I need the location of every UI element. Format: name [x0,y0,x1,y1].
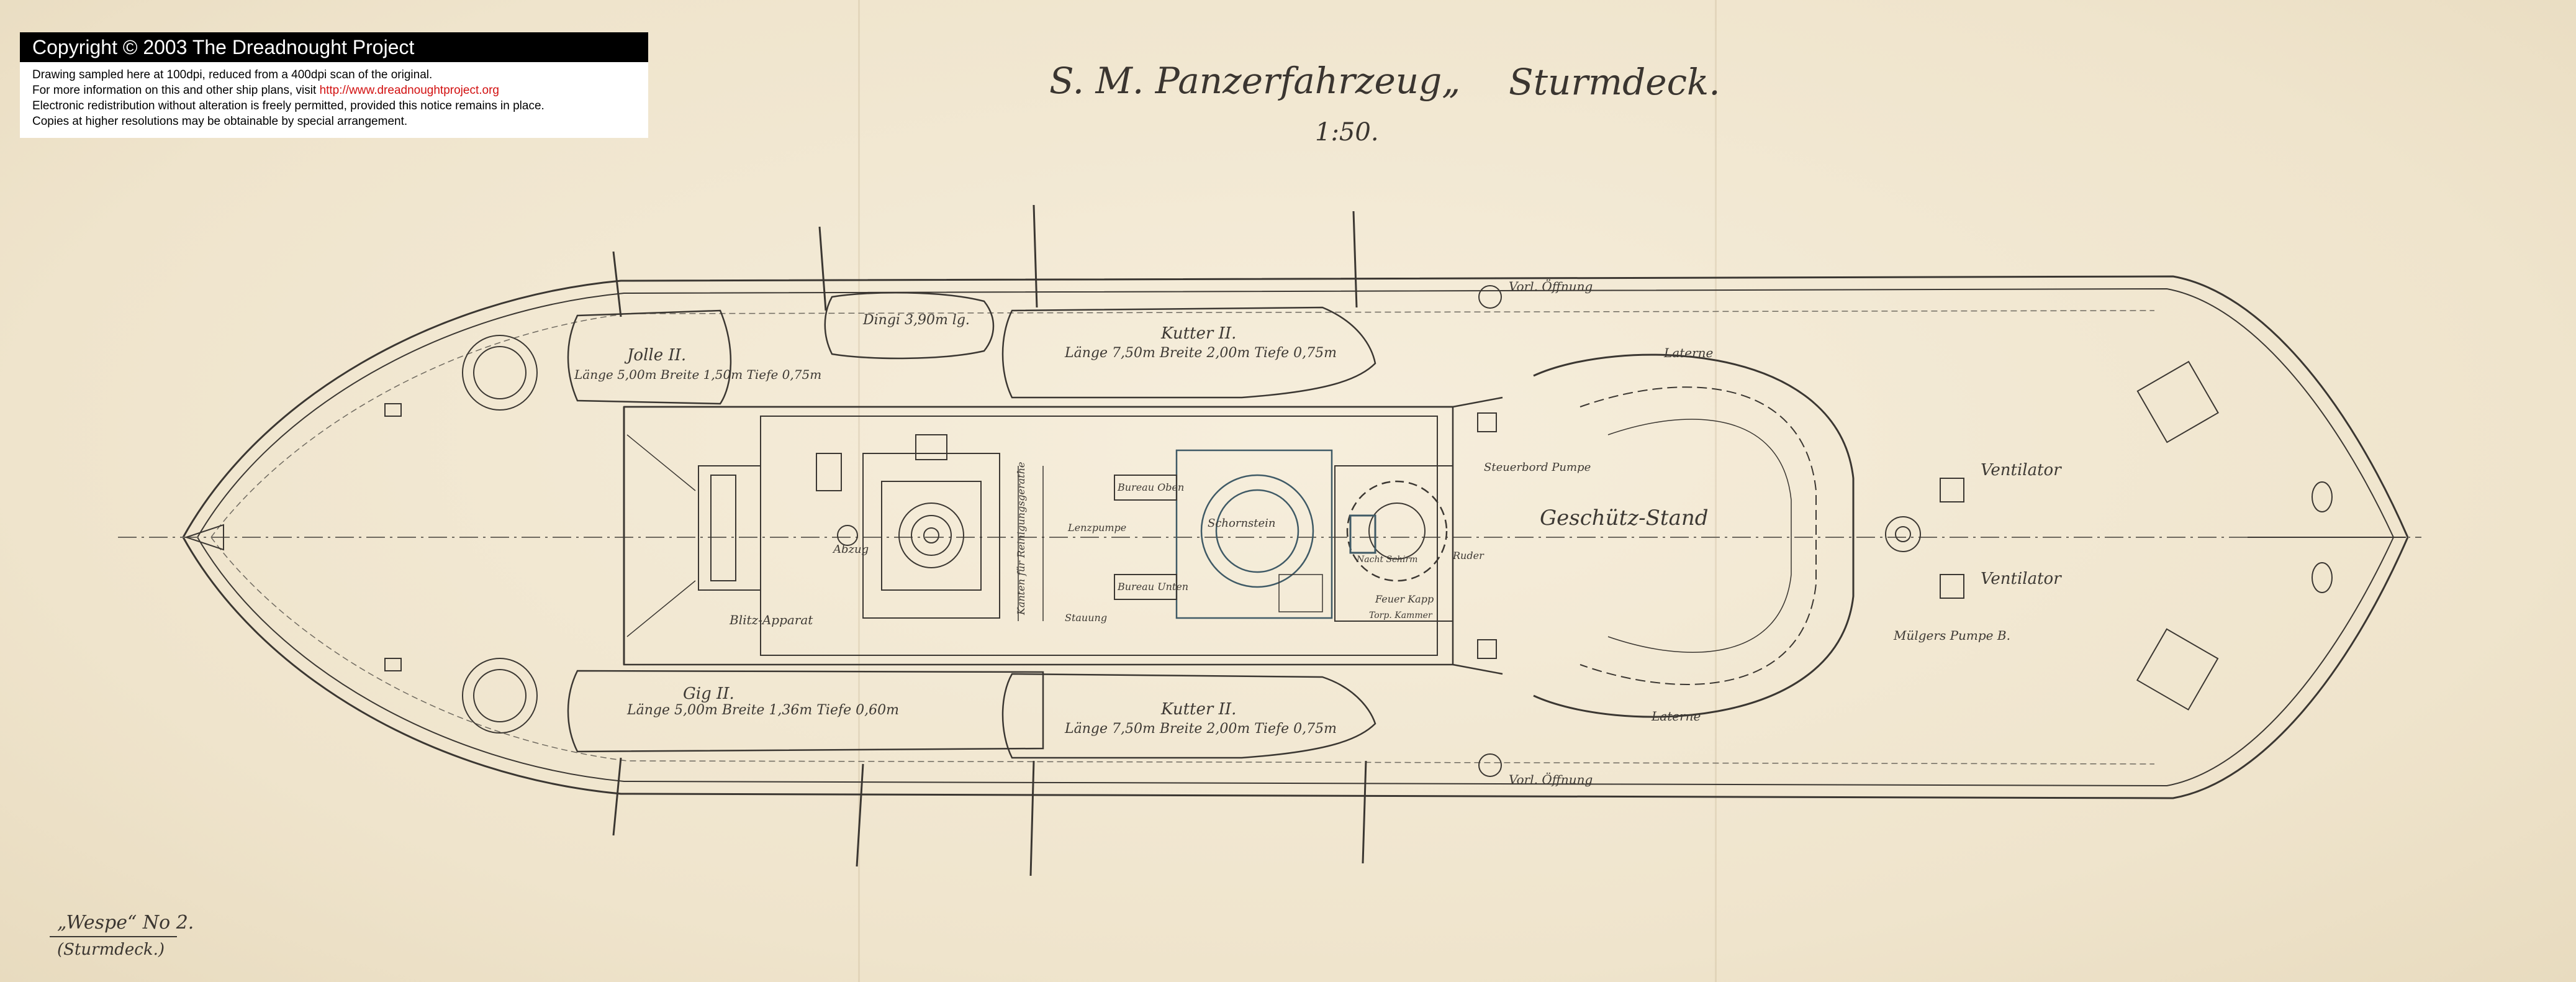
kanten-label: Kanten für Reinigungsgerathe [1015,461,1027,616]
project-link[interactable]: http://www.dreadnoughtproject.org [319,84,499,97]
bureau-unten-label: Bureau Unten [1117,581,1188,593]
copyright-notice: Copyright © 2003 The Dreadnought Project… [20,32,648,138]
blitz-apparat-label: Blitz-Apparat [729,612,813,627]
laterne-top-label: Laterne [1663,345,1713,360]
feuer-kapp-label: Feuer Kapp [1375,593,1434,605]
muelgers-pumpe-label: Mülgers Pumpe B. [1893,628,2010,643]
catalogue-mark-1: „Wespe“ No 2. [57,912,194,934]
gun-platform-label: Geschütz-Stand [1540,506,1709,530]
engine-room-casing [1114,449,1333,619]
gig-label: Gig II. [683,684,734,703]
steuerbord-pumpe-label: Steuerbord Pumpe [1484,461,1591,474]
vorl-oeffnung-top-label: Vorl. Öffnung [1509,278,1593,294]
boats [567,291,1376,759]
catalogue-underline [50,936,177,937]
midships-structure [623,396,1503,675]
bow-fittings [1885,360,2406,711]
nachtschirm-label: Nacht Schirm [1356,555,1417,565]
bureau-oben-label: Bureau Oben [1117,481,1184,493]
notice-line-1: Drawing sampled here at 100dpi, reduced … [32,68,433,81]
drawing-scale: 1:50. [1315,118,1379,147]
vorl-oeffnung-bottom-label: Vorl. Öffnung [1509,771,1593,787]
ventilator-2-label: Ventilator [1981,570,2062,588]
notice-line-2-prefix: For more information on this and other s… [32,84,320,97]
hatches [1477,285,1502,777]
abzug-label: Abzug [832,543,869,556]
catalogue-mark-2: (Sturmdeck.) [57,940,165,959]
ruder-label: Ruder [1452,550,1485,561]
kutter-upper-label: Kutter II. [1160,324,1236,343]
schornstein-label: Schornstein [1208,517,1276,530]
laterne-bottom-label: Laterne [1651,709,1701,724]
drawing-subtitle: Sturmdeck. [1509,61,1720,103]
fold-line [858,0,860,982]
after-hatch [698,453,1044,621]
davits [612,204,1367,876]
gig-dims: Länge 5,00m Breite 1,36m Tiefe 0,60m [626,702,899,718]
jolle-dims: Länge 5,00m Breite 1,50m Tiefe 0,75m [574,367,821,382]
dingi-label: Dingi 3,90m lg. [862,312,970,328]
stauung-label: Stauung [1065,612,1107,624]
kutter-lower-label: Kutter II. [1160,700,1236,719]
notice-line-4: Copies at higher resolutions may be obta… [32,115,408,128]
conning-tower [1334,465,1453,622]
torpedo-label: Torp. Kammer [1369,611,1433,621]
notice-line-2: For more information on this and other s… [20,83,648,98]
jolle-label: Jolle II. [624,346,686,365]
stern-fittings [184,335,538,734]
notice-line-3: Electronic redistribution without altera… [32,99,545,112]
ventilator-1-label: Ventilator [1981,461,2062,480]
fold-line [1715,0,1717,982]
deck-labels: Jolle II. Länge 5,00m Breite 1,50m Tiefe… [574,278,2062,787]
lenzpumpe-label: Lenzpumpe [1067,522,1126,534]
kutter-upper-dims: Länge 7,50m Breite 2,00m Tiefe 0,75m [1064,345,1337,361]
notice-title: Copyright © 2003 The Dreadnought Project [20,32,648,62]
kutter-lower-dims: Länge 7,50m Breite 2,00m Tiefe 0,75m [1064,721,1337,737]
drawing-title: S. M. Panzerfahrzeug„ [1049,60,1461,102]
gun-platform [1533,353,1855,718]
funnel-casing [862,434,1000,619]
